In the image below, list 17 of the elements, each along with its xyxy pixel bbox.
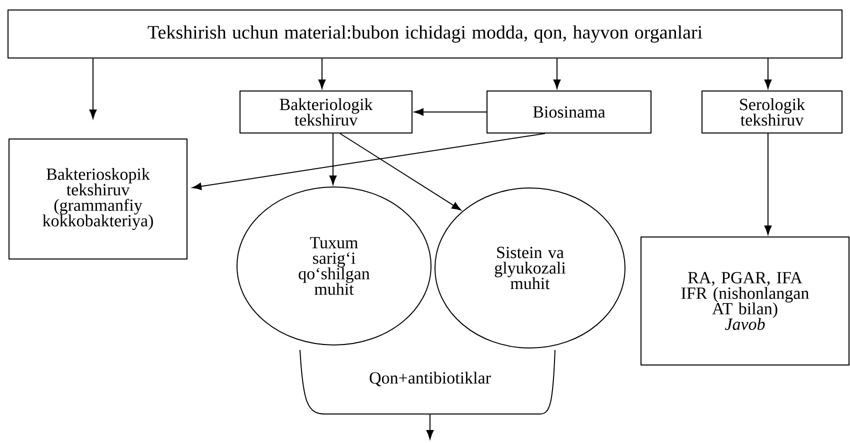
arrow — [414, 108, 487, 116]
process-box: RA, PGAR, IFA IFR (nishonlangan AT bilan) Javob — [640, 236, 850, 366]
process-box: Serologik tekshiruv — [702, 90, 842, 134]
arrow — [340, 133, 462, 210]
process-box: Biosinama — [486, 90, 652, 134]
arrow — [192, 133, 546, 190]
bracket-box: Qon+antibiotiklar — [300, 350, 556, 414]
arrow — [426, 414, 434, 440]
process-box: Tekshirish uchun material:bubon ichidagi modda, qon, hayvon organlari — [8, 10, 842, 58]
arrow — [764, 58, 772, 89]
arrow — [329, 133, 337, 185]
arrow — [764, 133, 772, 235]
process-box: Bakterioskopik tekshiruv (grammanfiy kokkobakteriya) — [8, 138, 188, 260]
process-box: Bakteriologik tekshiruv — [240, 90, 412, 134]
arrow — [553, 58, 561, 89]
arrow — [318, 58, 326, 89]
arrow — [89, 58, 97, 119]
